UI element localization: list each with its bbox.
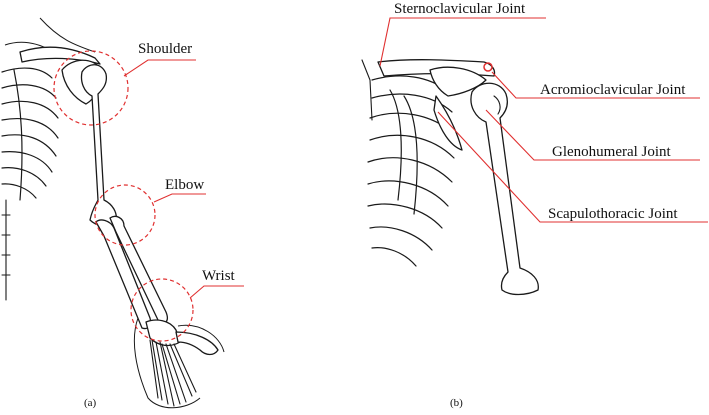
- hand-a: [133, 317, 225, 409]
- wrist-leader: [189, 285, 244, 299]
- panel-b-caption: (b): [450, 397, 463, 409]
- wrist-joint-circle: [130, 278, 194, 342]
- scapulothoracic-label: Scapulothoracic Joint: [548, 206, 678, 222]
- wrist-label: Wrist: [202, 268, 236, 284]
- shoulder-label: Shoulder: [138, 41, 192, 57]
- panel-a: Shoulder Elbow Wrist (a): [1, 17, 244, 409]
- panel-a-caption: (a): [84, 397, 97, 409]
- ribcage-b: [361, 59, 455, 267]
- shoulder-leader: [123, 59, 196, 77]
- humerus-b: [470, 82, 539, 296]
- elbow-joint-circle: [94, 184, 156, 246]
- sternoclavicular-label: Sternoclavicular Joint: [394, 1, 526, 17]
- ribcage-a: [1, 67, 59, 301]
- sternoclavicular-leader: [379, 17, 546, 67]
- acromioclavicular-label: Acromioclavicular Joint: [540, 82, 686, 98]
- acromioclavicular-marker: [483, 62, 493, 72]
- elbow-leader: [153, 193, 206, 203]
- glenohumeral-leader: [485, 109, 700, 161]
- shoulder-joint-circle: [53, 50, 129, 126]
- acromioclavicular-leader: [491, 71, 700, 99]
- humerus-a: [80, 64, 118, 227]
- scapulothoracic-leader: [437, 111, 708, 223]
- glenohumeral-label: Glenohumeral Joint: [552, 144, 672, 160]
- forearm-a: [95, 215, 168, 330]
- elbow-label: Elbow: [165, 177, 204, 193]
- panel-b: Sternoclavicular Joint Acromioclavicular…: [361, 1, 708, 409]
